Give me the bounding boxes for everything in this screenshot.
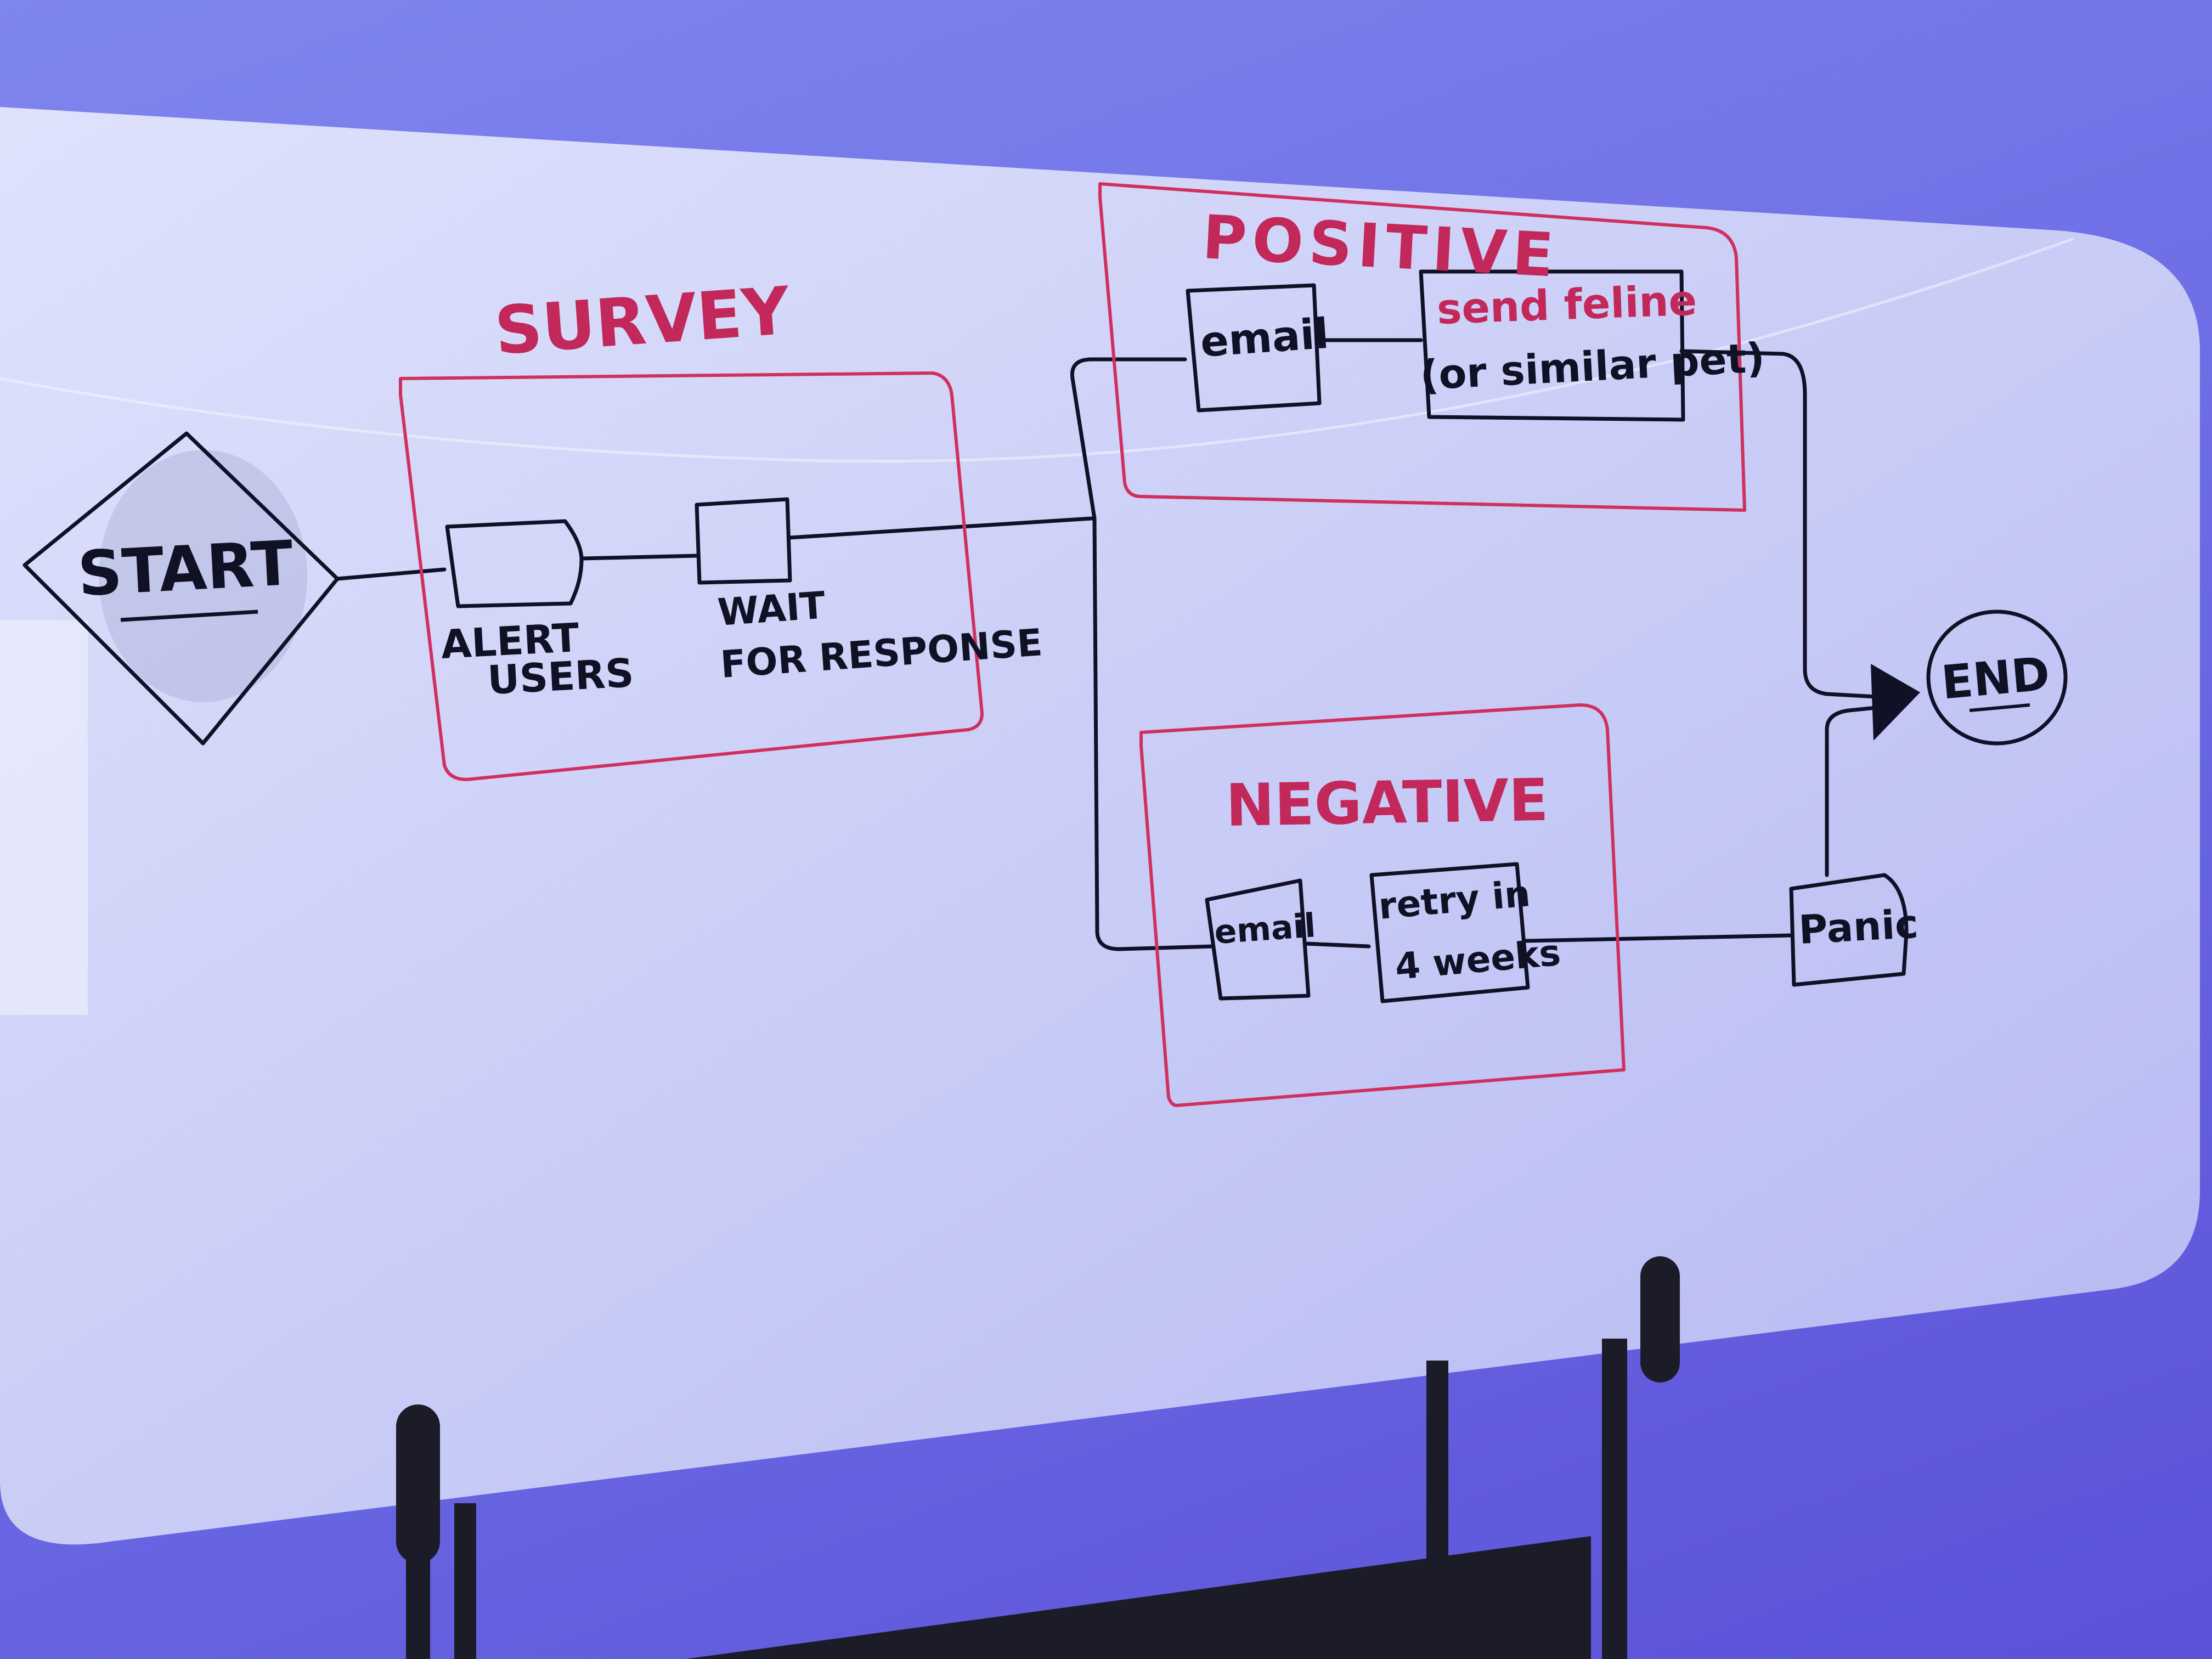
wait-label-line1: WAIT (716, 584, 827, 635)
alert-users-label-line2: USERS (486, 650, 635, 703)
positive-email-label: email (1199, 309, 1330, 366)
edge-alert-to-wait (582, 556, 697, 558)
negative-title: NEGATIVE (1225, 766, 1549, 839)
start-label: START (76, 528, 295, 610)
negative-email-label: email (1213, 906, 1317, 952)
panic-label: Panic (1797, 901, 1919, 953)
whiteboard-surface (0, 107, 2200, 1544)
wall-poster (0, 620, 88, 1015)
send-feline-label-line1: send feline (1436, 275, 1698, 333)
end-label: END (1939, 647, 2052, 710)
